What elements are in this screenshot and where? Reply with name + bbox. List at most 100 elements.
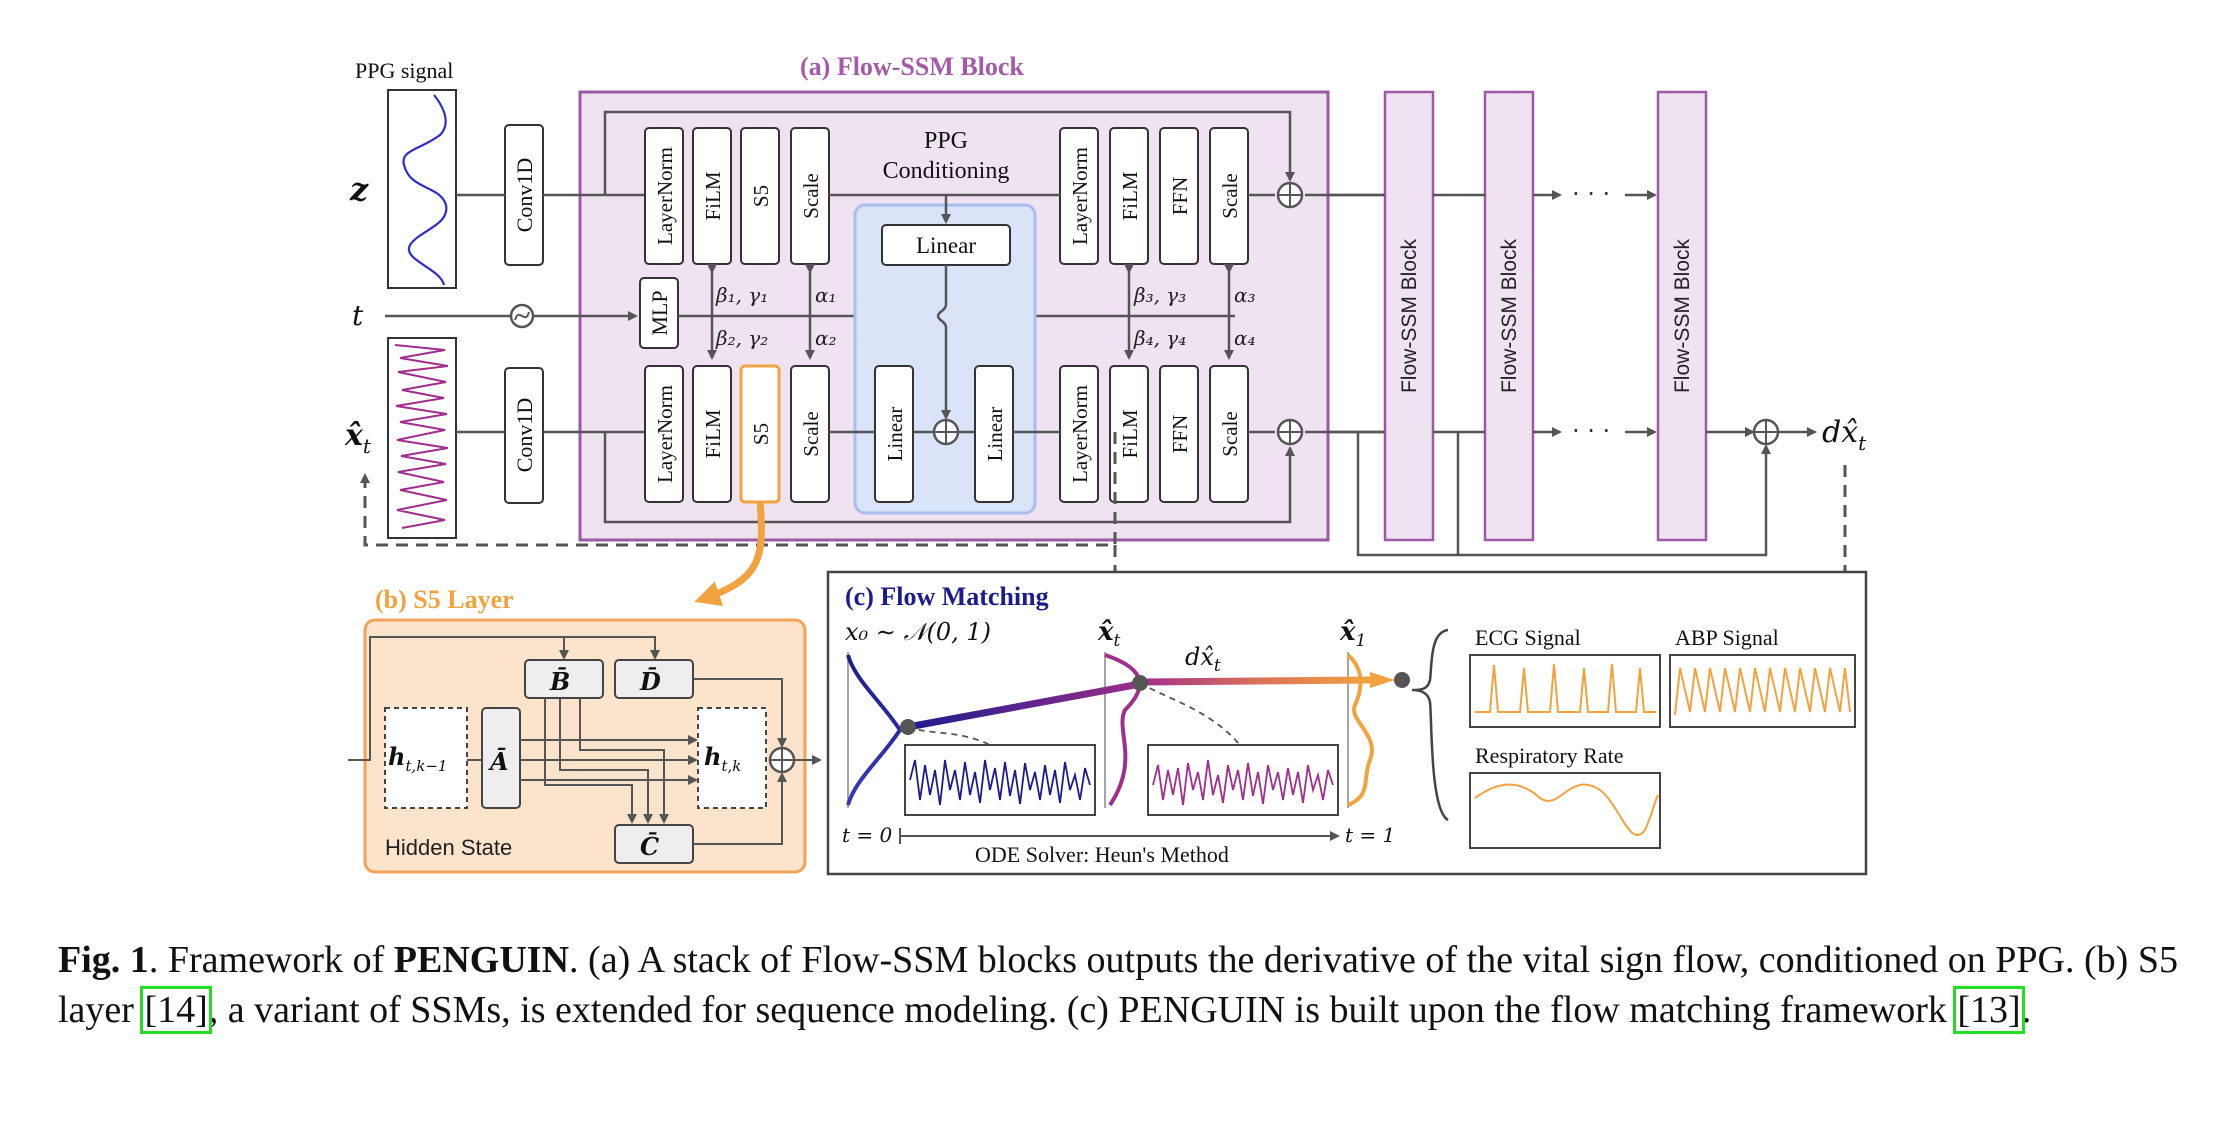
bottom-scale-box: [790, 365, 830, 503]
ppg-conditioning-line1: PPG: [924, 128, 968, 154]
ppg-waveform: [402, 94, 448, 286]
noise-waveform-magenta: [1152, 759, 1334, 806]
bottom-scale2-label: Scale: [1218, 411, 1242, 456]
x0-density-curve: [846, 654, 903, 806]
top-scale2-label: Scale: [1218, 173, 1242, 218]
stack-block-2-label: Flow-SSM Block: [1498, 238, 1521, 393]
noise-waveform-navy: [909, 759, 1091, 806]
figure-caption: Fig. 1. Framework of PENGUIN. (a) A stac…: [58, 935, 2178, 1035]
linear-conditioning-label: Linear: [916, 233, 976, 258]
h-cur-box: [697, 707, 767, 809]
stack-block-1: [1383, 90, 1435, 542]
b-bar-box: [524, 659, 604, 699]
z-label: z: [349, 170, 369, 208]
framework-diagram: (a) Flow-SSM Block PPG signal z x̂t t Co…: [344, 52, 1868, 876]
bottom-linear2-box: [974, 365, 1014, 503]
t1-label: t = 1: [1345, 823, 1395, 847]
xt-density-curve: [1104, 653, 1142, 807]
citation-link-13[interactable]: [13]: [1953, 986, 2025, 1034]
stack-block-1-label: Flow-SSM Block: [1398, 238, 1421, 393]
bottom-film-box: [692, 365, 732, 503]
stack-dots-bottom: · · ·: [1572, 417, 1610, 445]
top-film-label: FiLM: [701, 171, 725, 220]
abp-waveform: [1674, 667, 1851, 716]
bottom-scale-label: Scale: [799, 411, 823, 456]
output-brace: [1411, 628, 1449, 822]
param-b3g3: β₃, γ₃: [1133, 283, 1186, 307]
flow-xt-label: x̂t: [1097, 617, 1121, 651]
top-scale-label: Scale: [799, 173, 823, 218]
param-b2g2: β₂, γ₂: [715, 326, 768, 350]
top-film2-label: FiLM: [1118, 171, 1142, 220]
ode-solver-label: ODE Solver: Heun's Method: [975, 842, 1229, 867]
bottom-layernorm-label: LayerNorm: [653, 385, 677, 483]
respiratory-rate-title: Respiratory Rate: [1475, 743, 1623, 768]
bottom-layernorm-box: [644, 365, 684, 503]
conv1d-bottom-box: [504, 367, 544, 504]
t-label: t: [352, 299, 364, 332]
flow-point-x1: [1394, 672, 1410, 688]
flow-x1-label: x̂1: [1339, 617, 1366, 651]
flow-ssm-block-title: (a) Flow-SSM Block: [800, 52, 1024, 81]
caption-text-3: , a variant of SSMs, is extended for seq…: [208, 989, 1957, 1031]
bottom-scale2-box: [1209, 365, 1249, 503]
param-b1g1: β₁, γ₁: [715, 283, 768, 307]
top-ffn-label: FFN: [1168, 177, 1192, 216]
param-b4g4: β₄, γ₄: [1133, 326, 1186, 350]
ecg-signal-title: ECG Signal: [1475, 625, 1581, 650]
xt-label: x̂t: [344, 418, 372, 458]
bottom-row-boxes: LayerNorm FiLM S5 Scale Linear Linear La…: [644, 364, 1249, 504]
caption-name: PENGUIN: [393, 939, 570, 981]
flow-trajectory-1: [907, 680, 1141, 731]
flow-trajectory-2: [1139, 676, 1371, 686]
s5-wires: [348, 636, 822, 845]
a-bar-box: [481, 707, 521, 809]
d-bar-label: D̄: [639, 667, 661, 696]
respiratory-waveform: [1474, 783, 1659, 836]
b-bar-label: B̄: [549, 667, 570, 696]
mlp-label: MLP: [647, 290, 672, 335]
ppg-conditioning-line2: Conditioning: [883, 158, 1010, 184]
param-a3: α₃: [1234, 283, 1256, 307]
bottom-ffn-label: FFN: [1168, 415, 1192, 454]
conv1d-top-label: Conv1D: [512, 158, 537, 233]
bottom-film-label: FiLM: [701, 409, 725, 458]
top-layernorm2-label: LayerNorm: [1068, 147, 1092, 245]
hidden-state-label: Hidden State: [385, 835, 512, 860]
bottom-s5-label: S5: [749, 423, 773, 445]
caption-text-1: . Framework of: [148, 939, 394, 981]
caption-fig-label: Fig. 1: [58, 939, 149, 981]
conv1d-bottom-label: Conv1D: [512, 398, 537, 473]
bottom-ffn-box: [1159, 365, 1199, 503]
top-s5-box: [740, 127, 780, 265]
citation-link-14[interactable]: [14]: [140, 986, 212, 1034]
top-row-boxes: LayerNorm FiLM S5 Scale LayerNorm FiLM F…: [644, 127, 1249, 265]
top-ffn-box: [1159, 127, 1199, 265]
top-s5-label: S5: [749, 185, 773, 207]
top-layernorm-box: [644, 127, 684, 265]
bottom-film2-label: FiLM: [1118, 409, 1142, 458]
xt-waveform: [394, 344, 449, 529]
param-a1: α₁: [815, 283, 837, 307]
mlp-box: [639, 277, 679, 349]
bottom-layernorm2-box: [1059, 365, 1099, 503]
x0-distribution-label: x₀ ∼ 𝒩(0, 1): [845, 618, 991, 646]
respiratory-rate-plot: [1469, 772, 1661, 849]
stack-block-2: [1483, 90, 1535, 542]
h-prev-label: ht,k−1: [388, 742, 447, 775]
a-bar-label: Ā: [488, 747, 509, 776]
ppg-signal-title: PPG signal: [355, 58, 453, 83]
bottom-layernorm2-label: LayerNorm: [1068, 385, 1092, 483]
stack-block-3: [1656, 90, 1708, 542]
caption-text-4: .: [2021, 989, 2032, 1031]
stack-block-3-label: Flow-SSM Block: [1671, 238, 1694, 393]
flow-matching-title: (c) Flow Matching: [845, 582, 1049, 611]
ecg-waveform: [1475, 663, 1656, 713]
ecg-signal-plot: [1469, 654, 1661, 728]
abp-signal-title: ABP Signal: [1675, 625, 1779, 650]
bottom-linear1-box: [874, 365, 914, 503]
c-bar-label: C̄: [640, 832, 659, 861]
stack-dots-top: · · ·: [1572, 180, 1610, 208]
s5-zoom-arrow: [694, 501, 765, 607]
